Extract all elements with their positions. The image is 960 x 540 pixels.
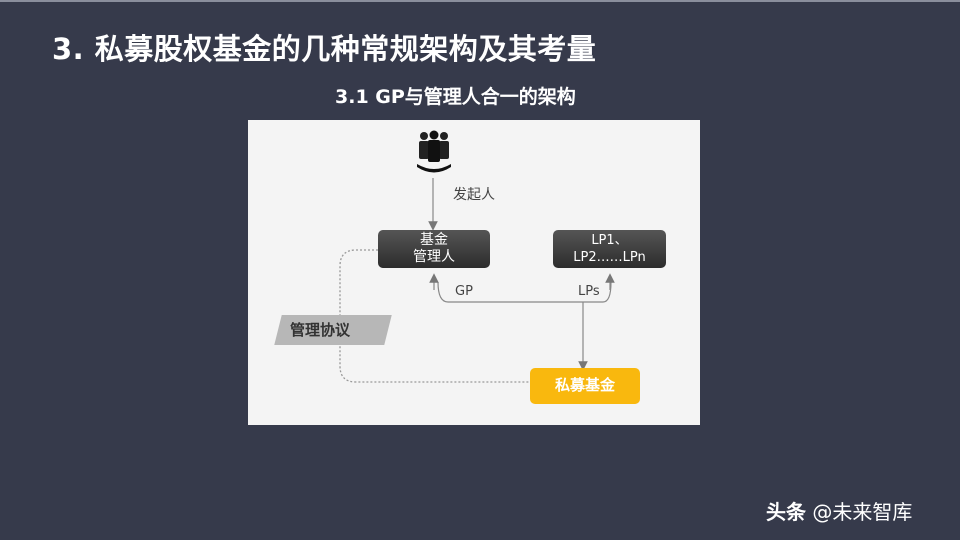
lp-line2: LP2……LPn xyxy=(573,250,646,265)
fund-manager-line1: 基金 xyxy=(420,232,448,248)
slide-title: 3. 私募股权基金的几种常规架构及其考量 xyxy=(52,32,597,66)
lp-line1: LP1、 xyxy=(591,233,628,248)
sponsor-label: 发起人 xyxy=(453,187,495,203)
watermark: 头条 @未来智库 xyxy=(766,496,912,525)
lp-node: LP1、 LP2……LPn xyxy=(553,230,666,268)
people-group-icon xyxy=(417,130,451,173)
gp-label: GP xyxy=(455,284,473,299)
watermark-account: @未来智库 xyxy=(812,500,913,524)
private-fund-node: 私募基金 xyxy=(530,368,640,404)
slide-subtitle: 3.1 GP与管理人合一的架构 xyxy=(335,86,576,108)
lps-label: LPs xyxy=(578,284,600,299)
structure-diagram: 发起人 基金 管理人 LP1、 LP2……LPn GP LPs 管理协议 私募基… xyxy=(248,120,700,425)
watermark-platform: 头条 xyxy=(766,500,806,524)
fund-manager-line2: 管理人 xyxy=(413,249,455,265)
agreement-label: 管理协议 xyxy=(290,321,351,339)
top-border xyxy=(0,0,960,2)
fund-manager-node: 基金 管理人 xyxy=(378,230,490,268)
